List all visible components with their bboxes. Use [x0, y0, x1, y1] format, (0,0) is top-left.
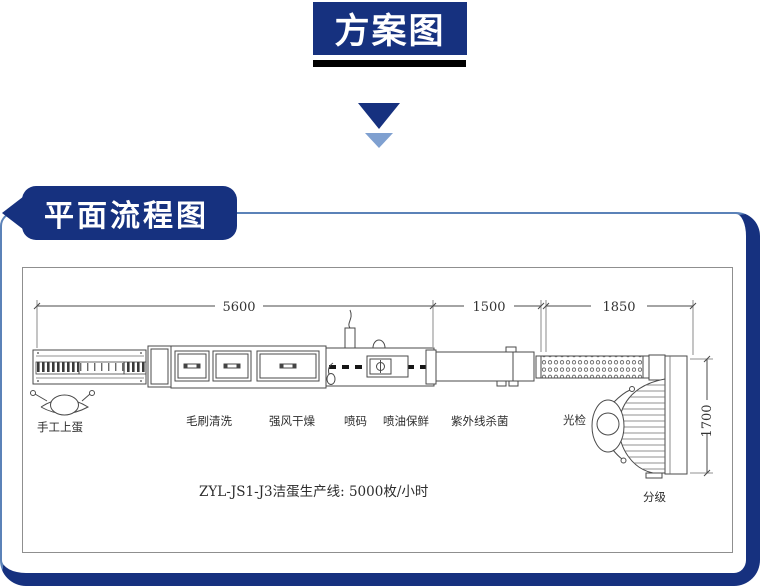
- flow-tag: 平面流程图: [2, 186, 237, 240]
- drawing-caption: ZYL-JS1-J3洁蛋生产线: 5000枚/小时: [199, 484, 428, 500]
- coding-sprayer-unit: [325, 309, 437, 387]
- plan-drawing: 5600 1500 1850 1700: [30, 300, 715, 504]
- down-arrow-light-triangle: [365, 133, 393, 148]
- down-arrow-dark-triangle: [358, 103, 400, 129]
- operator-inspection: [591, 386, 635, 464]
- station-label-brush-washing: 毛刷清洗: [186, 414, 232, 428]
- drawing-frame: 5600 1500 1850 1700: [22, 267, 733, 553]
- transfer-box: [147, 345, 172, 388]
- station-label-coding: 喷码: [344, 414, 367, 428]
- station-label-air-drying: 强风干燥: [269, 414, 315, 428]
- egg-loader-conveyor: [32, 349, 147, 385]
- dimension-1850: 1850: [542, 300, 697, 355]
- scheme-title-badge: 方案图: [313, 2, 467, 55]
- dimension-1500: 1500: [433, 300, 545, 352]
- station-label-manual-loading: 手工上蛋: [37, 420, 83, 434]
- station-label-uv-sterilize: 紫外线杀菌: [451, 414, 509, 428]
- air-drying-unit: [256, 350, 320, 382]
- dimension-1700-value: 1700: [700, 404, 715, 437]
- flow-tag-label: 平面流程图: [22, 186, 237, 240]
- uv-sterilizer-unit: [435, 346, 535, 387]
- station-label-oil-spray: 喷油保鲜: [383, 414, 429, 428]
- dimension-1700: 1700: [690, 355, 715, 477]
- dimension-5600-value: 5600: [222, 300, 255, 315]
- operator-loading: [30, 390, 95, 416]
- station-label-light-inspection: 光检: [563, 413, 586, 427]
- station-label-grading: 分级: [643, 490, 666, 504]
- title-underline: [313, 60, 466, 67]
- dimension-1850-value: 1850: [602, 300, 635, 315]
- dimension-1500-value: 1500: [472, 300, 505, 315]
- down-arrow-icon: [358, 103, 400, 149]
- dimension-5600: 5600: [33, 300, 437, 348]
- roller-conveyor: [535, 355, 650, 379]
- grading-machine: [618, 354, 688, 479]
